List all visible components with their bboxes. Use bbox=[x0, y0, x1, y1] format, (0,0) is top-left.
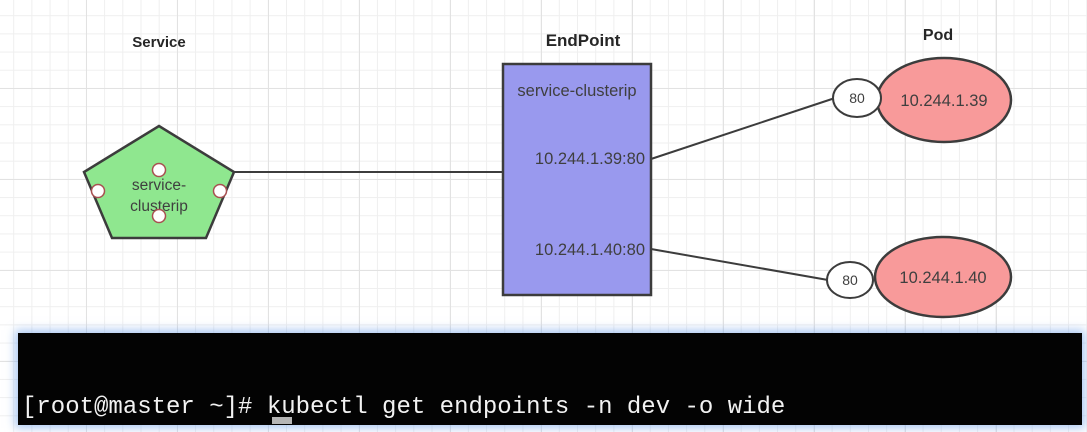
service-pentagon-shape[interactable] bbox=[82, 124, 236, 240]
connection-point[interactable] bbox=[90, 183, 106, 199]
pod1-ip-label: 10.244.1.39 bbox=[900, 92, 987, 110]
endpoint-rect-shape[interactable] bbox=[501, 62, 653, 297]
pod2-port-shape[interactable] bbox=[826, 261, 874, 299]
edge-endpoint-pod2[interactable] bbox=[650, 248, 829, 281]
service-section-label: Service bbox=[132, 34, 185, 51]
endpoint-row1: 10.244.1.39:80 bbox=[535, 150, 645, 168]
endpoint-title: service-clusterip bbox=[517, 82, 636, 100]
edge-endpoint-pod1[interactable] bbox=[650, 97, 836, 160]
pod1-port-label: 80 bbox=[849, 90, 865, 106]
service-pentagon-label-line2: clusterip bbox=[130, 198, 188, 215]
service-pentagon-label-line1: service- bbox=[132, 177, 186, 194]
pod1-port-shape[interactable] bbox=[832, 78, 882, 118]
connection-point[interactable] bbox=[151, 162, 167, 178]
diagram-canvas: Service EndPoint Pod service- clusterip … bbox=[82, 27, 1013, 319]
endpoint-section-label: EndPoint bbox=[546, 31, 621, 50]
pod-section-label: Pod bbox=[923, 27, 953, 44]
pod2-ip-label: 10.244.1.40 bbox=[899, 269, 986, 287]
pod2-shape[interactable] bbox=[873, 235, 1013, 319]
connection-point[interactable] bbox=[151, 208, 167, 224]
connection-point[interactable] bbox=[212, 183, 228, 199]
terminal-prompt-line: [root@master ~]# kubectl get endpoints -… bbox=[22, 394, 786, 421]
endpoint-row2: 10.244.1.40:80 bbox=[535, 241, 645, 259]
terminal-window[interactable]: [root@master ~]# kubectl get endpoints -… bbox=[18, 333, 1082, 425]
terminal-cursor bbox=[272, 417, 292, 424]
pod2-port-label: 80 bbox=[842, 272, 858, 288]
